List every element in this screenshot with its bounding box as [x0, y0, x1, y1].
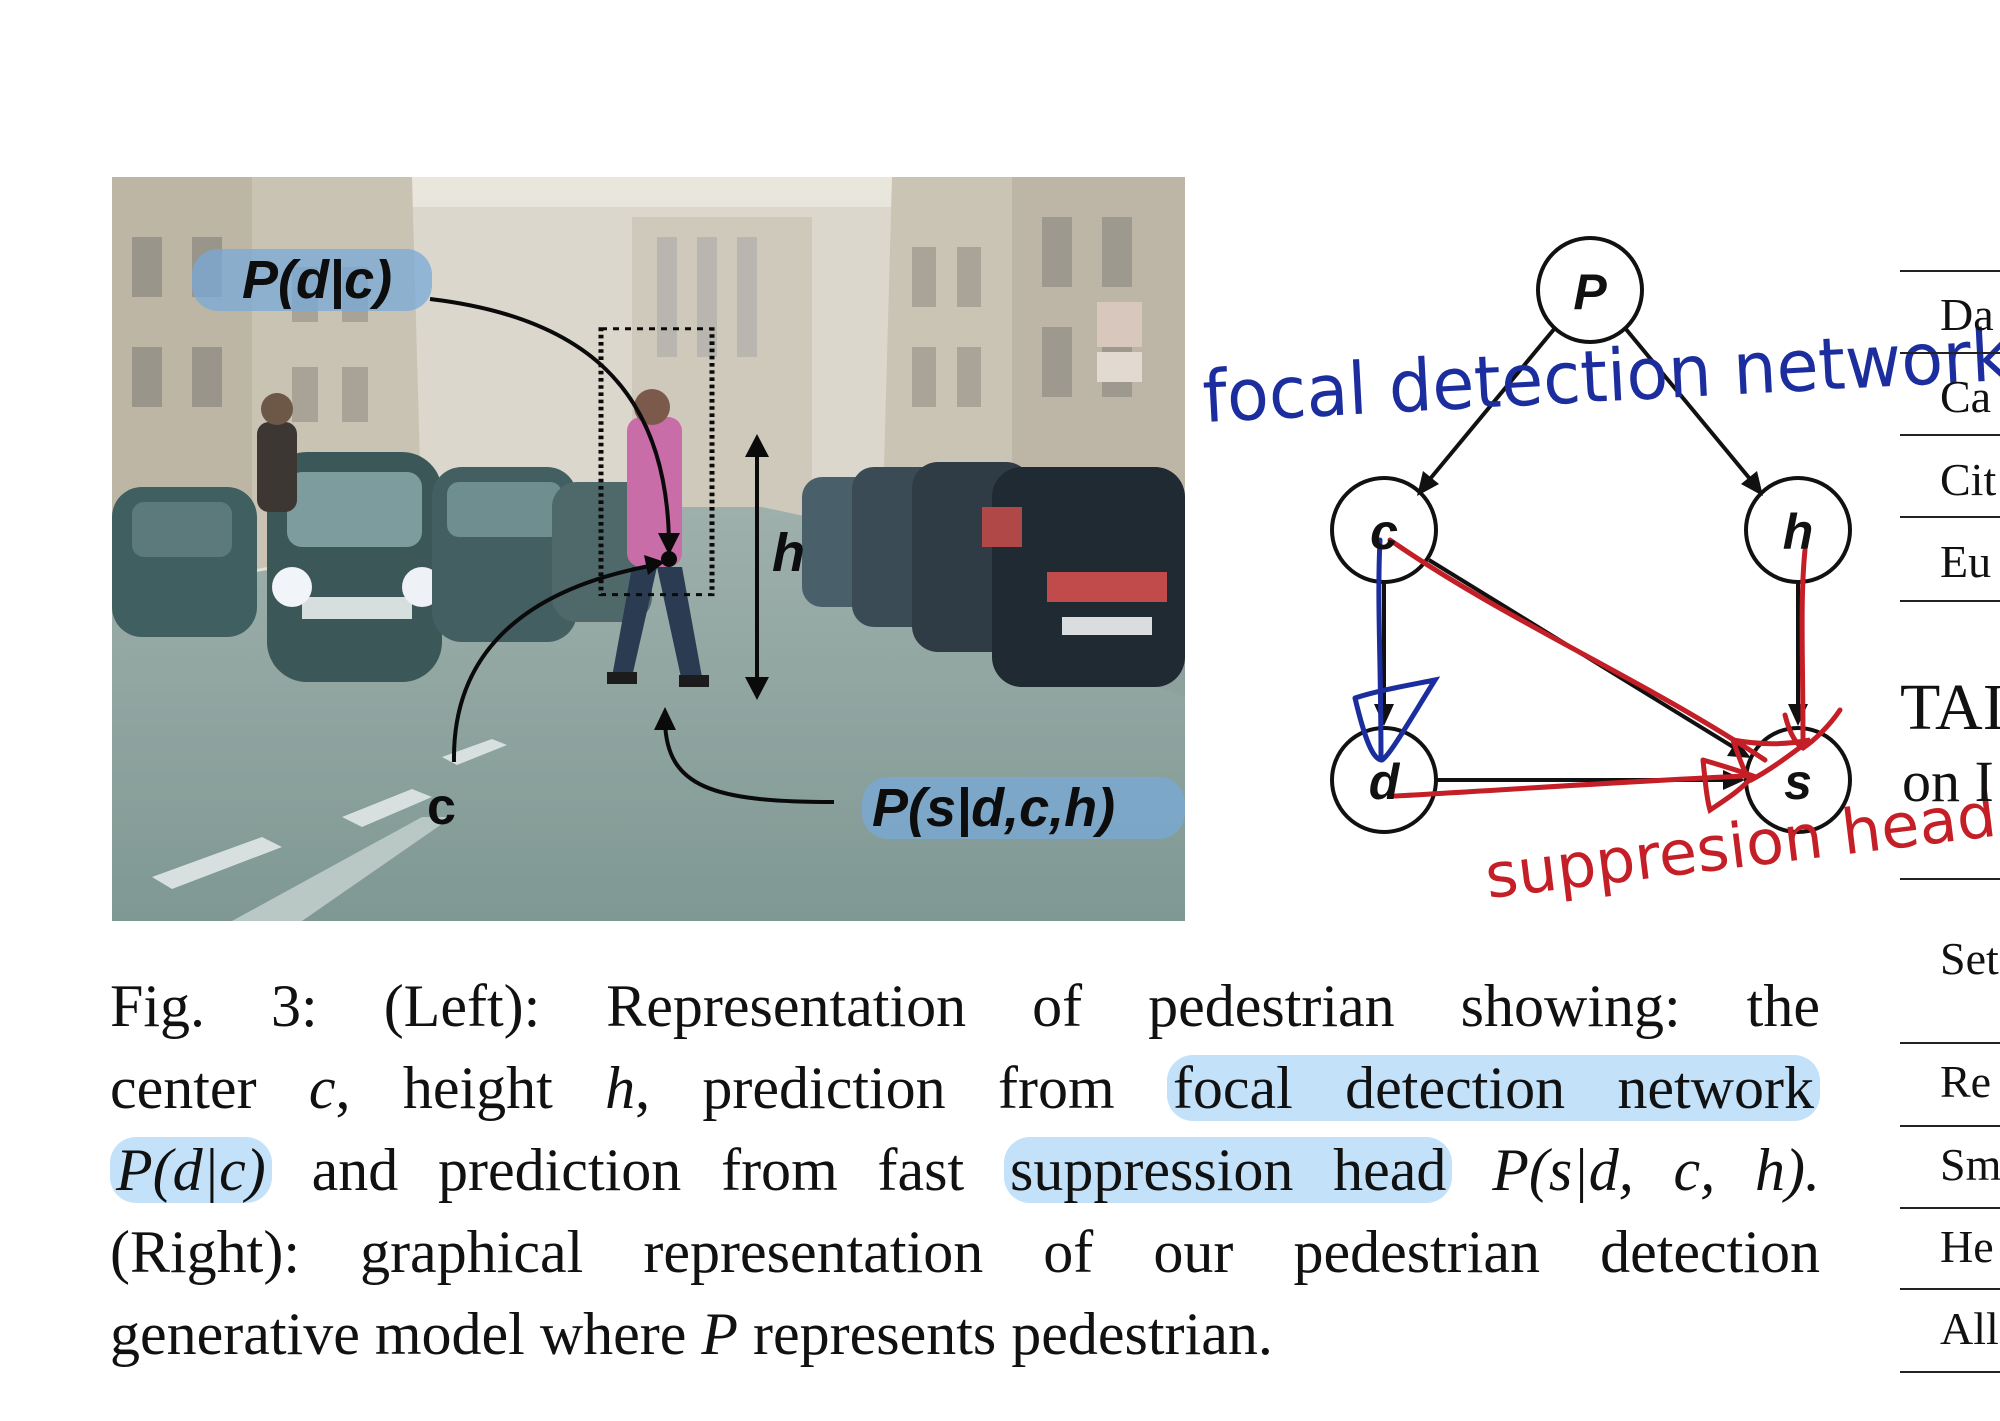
label-c: c — [427, 778, 456, 836]
street-scene-image — [112, 177, 1185, 921]
node-c: c — [1370, 504, 1398, 560]
highlight-suppression-head: suppression head — [1004, 1137, 1453, 1203]
table-row: Cit — [1940, 454, 1997, 505]
node-s: s — [1784, 754, 1812, 810]
arrow-p-s — [663, 721, 835, 804]
label-h: h — [772, 523, 805, 583]
highlight-focal-detection-network: focal detection network — [1166, 1055, 1820, 1121]
caption-line-2: center c, height h, prediction from foca… — [110, 1047, 1820, 1129]
table-title-fragment: TAI — [1900, 671, 2000, 744]
table-row: He — [1940, 1221, 1994, 1272]
table-row: All — [1940, 1303, 1999, 1354]
edge-P-h — [1623, 326, 1757, 487]
table-fragment: Da Ca Cit Eu TAI on I Set Re Sm He All — [1900, 270, 2000, 1400]
table-row: Ca — [1940, 371, 1992, 422]
node-circle-P — [1536, 236, 1644, 344]
node-d: d — [1368, 754, 1400, 810]
table-subtitle-fragment: on I — [1902, 749, 1994, 814]
label-highlight-p-d-c — [192, 249, 432, 311]
graphical-model: P c h d s focal detection network suppre… — [1185, 200, 2000, 960]
figure-caption: Fig. 3: (Left): Representation of pedest… — [110, 965, 1820, 1375]
node-h: h — [1782, 504, 1814, 560]
table-row: Sm — [1940, 1139, 2000, 1190]
edge-P-c — [1423, 326, 1557, 487]
caption-line-3: P(d|c) and prediction from fast suppress… — [110, 1129, 1820, 1211]
caption-line-4: (Right): graphical representation of our… — [110, 1219, 1820, 1285]
label-p-s-d-c-h: P(s|d,c,h) — [872, 778, 1116, 838]
table-row: Set — [1940, 933, 1999, 984]
arrow-p-d-c — [429, 297, 671, 544]
graph-svg — [1330, 236, 1852, 834]
caption-line-1: Fig. 3: (Left): Representation of pedest… — [110, 973, 1820, 1039]
arrow-c — [451, 563, 656, 763]
table-row: Re — [1940, 1056, 1992, 1107]
highlight-p-d-c: P(d|c) — [110, 1137, 272, 1203]
center-point — [661, 551, 677, 567]
node-P: P — [1573, 264, 1607, 320]
caption-line-5: generative model where P represents pede… — [110, 1301, 1273, 1367]
table-row: Eu — [1940, 536, 1992, 587]
label-highlight-p-s — [862, 777, 1185, 839]
table-row: Da — [1940, 289, 1994, 340]
label-p-d-c: P(d|c) — [242, 250, 393, 310]
street-photo: P(d|c) h c P(s|d,c,h) — [112, 177, 1185, 921]
